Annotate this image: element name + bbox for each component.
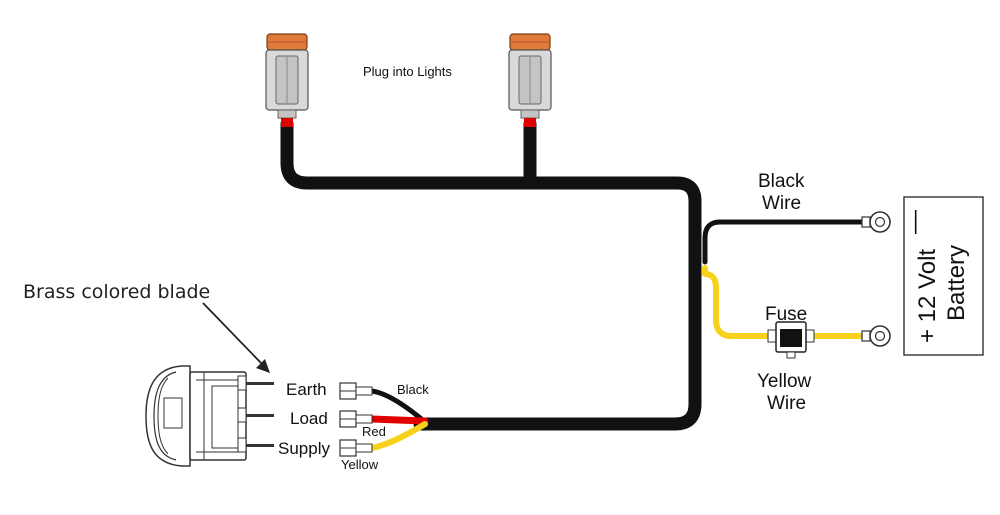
rocker-switch	[145, 365, 274, 467]
load-pin-label: Load	[290, 409, 328, 428]
fuse-holder	[767, 321, 815, 359]
black-wire-label-line1: Black	[758, 171, 805, 192]
black-battery-wire	[702, 219, 871, 265]
light-connector-right	[508, 33, 552, 127]
yellow-switch-wire	[369, 421, 428, 451]
brass-blade-callout-label: Brass colored blade	[23, 281, 210, 303]
load-blade	[246, 414, 274, 417]
battery: — + 12 Volt Battery	[901, 196, 984, 356]
yellow-wire-label-line2: Wire	[767, 393, 806, 414]
earth-blade	[246, 382, 274, 385]
red-switch-wire	[368, 415, 429, 425]
yellow-wire-label-line1: Yellow	[757, 371, 812, 392]
red-switch-wire-label: Red	[362, 424, 386, 439]
supply-pin-label: Supply	[278, 439, 330, 458]
callout-arrow-line	[202, 302, 263, 365]
black-wire-label-line2: Wire	[762, 193, 801, 214]
switch-bezel	[145, 365, 191, 467]
yellow-switch-wire-label: Yellow	[341, 457, 379, 472]
load-spade-connector	[339, 410, 373, 428]
black-switch-wire-label: Black	[397, 382, 429, 397]
supply-spade-connector	[339, 439, 373, 457]
supply-blade	[246, 444, 274, 447]
fuse-label: Fuse	[765, 304, 807, 325]
earth-spade-connector	[339, 382, 373, 400]
earth-pin-label: Earth	[286, 380, 327, 399]
battery-label: Battery	[943, 245, 970, 321]
negative-ring-terminal	[861, 211, 891, 233]
main-harness-cable	[280, 117, 702, 431]
light-connector-left	[265, 33, 309, 127]
plug-into-lights-label: Plug into Lights	[363, 64, 452, 79]
positive-ring-terminal	[861, 325, 891, 347]
yellow-battery-wire	[702, 265, 773, 339]
battery-box	[903, 196, 984, 356]
battery-minus-sign: —	[901, 210, 928, 234]
battery-voltage-label: + 12 Volt	[914, 249, 941, 343]
callout-arrow-head	[256, 359, 270, 373]
